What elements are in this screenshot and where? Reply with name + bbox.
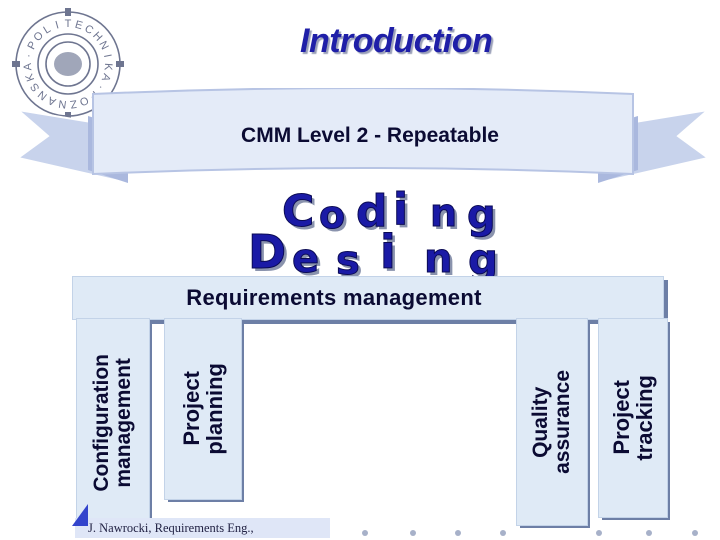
quality-line: Quality [528,386,552,458]
decorative-dot [500,530,506,536]
assurance-line: assurance [551,370,574,474]
wordart-letter-shadow: d [359,189,391,240]
wordart-letter-shadow: o [322,196,348,240]
decorative-dot [410,530,416,536]
wordart-letter-shadow: C [285,189,317,240]
wordart-letter-shadow: D [251,228,289,280]
logo-letter: L [41,23,52,36]
footer-bar [75,518,330,538]
logo-letter: I [101,53,113,58]
decorative-dot [692,530,698,536]
project-line: Project [608,380,634,456]
management-line: management [112,358,135,488]
wordart-letter-shadow: i [396,187,411,238]
logo-letter: I [54,19,60,31]
project-line: Project [178,371,204,447]
decorative-dot [455,530,461,536]
logo-letter: T [65,18,72,30]
requirements-bar [72,276,664,320]
footer-corner-triangle [72,504,88,526]
level-banner [18,88,708,185]
level-banner-label: CMM Level 2 - Repeatable [241,124,499,147]
planning-line: planning [202,363,227,455]
decorative-dot [646,530,652,536]
wordart-letter: e [292,236,319,280]
requirements-label: Requirements management [186,285,482,310]
logo-letter: A [99,72,113,84]
logo-letter: · [23,53,35,59]
wordart-letter: C [282,186,314,237]
decorative-dot [362,530,368,536]
configuration-line: Configuration [89,354,113,492]
logo-letter: N [96,39,110,52]
wordart-letter-shadow: n [427,239,455,280]
wordart-letter: s [336,238,360,280]
logo-letter: K [102,63,115,72]
wordart-letter: o [319,193,345,237]
wordart-letter: g [467,192,496,238]
wordart-letter-shadow: g [470,195,499,241]
wordart-letter-shadow: n [433,194,460,238]
wordart-letter-shadow: i [383,228,399,280]
logo-letter: A [22,62,35,71]
wordart-letter-shadow: e [295,239,322,280]
wordart-letter: i [393,184,408,235]
wordart-letter: g [468,235,498,280]
wordart-letter: n [424,236,452,280]
decorative-dot [596,530,602,536]
wordart-letter-shadow: s [339,241,363,280]
logo-letter: · [95,82,107,92]
tracking-line: tracking [632,375,657,461]
wordart-letter: d [356,186,388,237]
logo-letter: K [23,71,37,83]
logo-letter: E [74,19,84,33]
wordart-letter: D [248,225,286,279]
logo-letter: Z [69,97,78,110]
wordart-letter: i [380,225,396,279]
logo-letter: N [58,97,68,110]
footer-author: J. Nawrocki, Requirements Eng., [88,521,254,535]
page-title: Introduction [300,22,493,60]
wordart-letter: n [430,191,457,235]
wordart-letter-shadow: g [471,238,501,280]
